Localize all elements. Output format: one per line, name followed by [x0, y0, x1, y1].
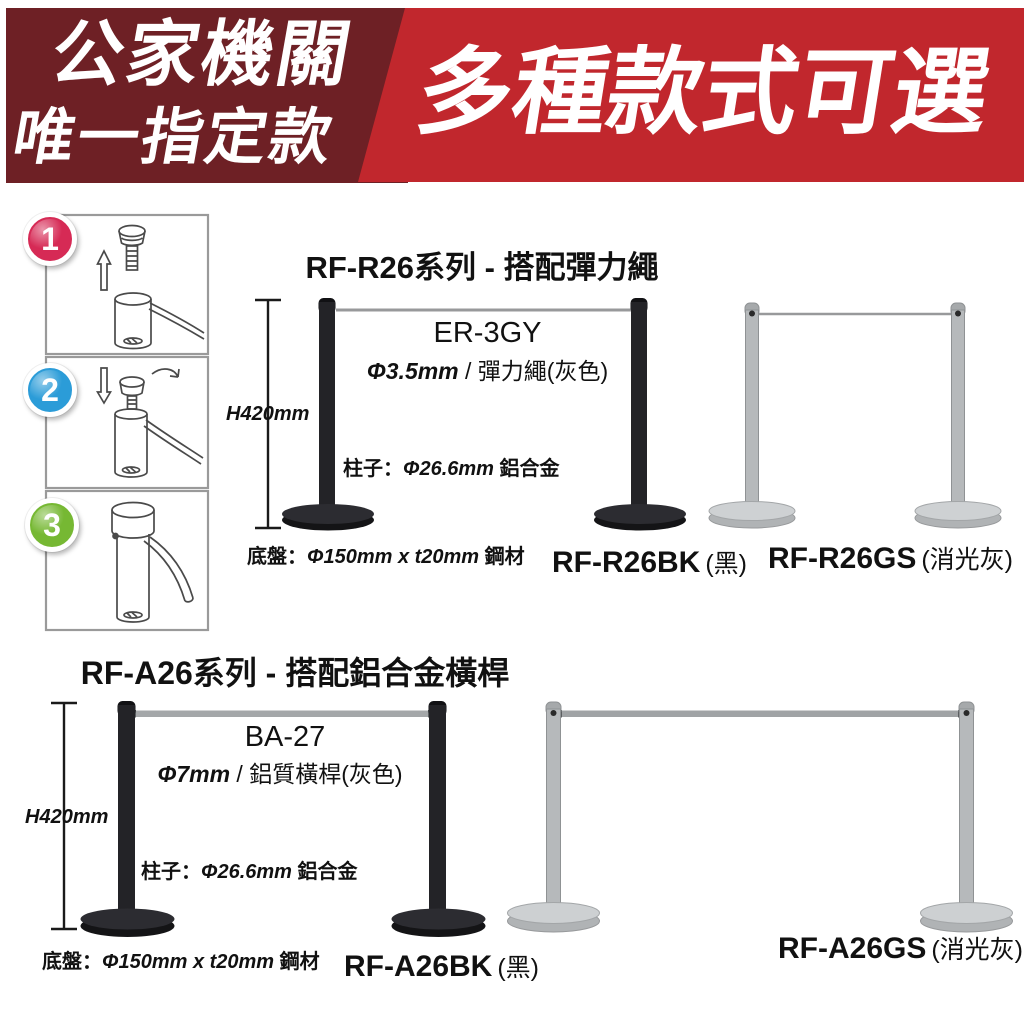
aluminum-bar [134, 710, 431, 717]
a26-black-product-label: RF-A26BK(黑) [344, 950, 540, 983]
r26-rope-model-label: ER-3GY [433, 317, 542, 349]
banner-left: 公家機關 唯一指定款 [6, 8, 408, 183]
a26-section-heading: RF-A26系列 - 搭配鋁合金橫桿 [80, 655, 510, 691]
banner-right-text: 多種款式可選 [409, 40, 997, 146]
a26-gray-product-label: RF-A26GS(消光灰) [778, 932, 1024, 965]
r26-gray-stanchions [708, 302, 1002, 529]
aluminum-bar [560, 710, 960, 717]
r26-height-label: H420mm [226, 403, 310, 425]
r26-pole-spec-label: 柱子：Φ26.6mm 鋁合金 [343, 458, 560, 480]
step1-illustration [96, 224, 205, 350]
step-circle-2: 2 [23, 363, 77, 417]
r26-base-spec-label: 底盤：Φ150mm x t20mm 鋼材 [247, 546, 525, 568]
step2-illustration [96, 367, 204, 478]
banner-left-line1: 公家機關 [45, 15, 360, 95]
a26-height-label: H420mm [25, 806, 109, 828]
step-circle-1: 1 [23, 212, 77, 266]
banner-left-line2: 唯一指定款 [8, 103, 341, 171]
a26-base-spec-label: 底盤：Φ150mm x t20mm 鋼材 [42, 951, 320, 973]
a26-black-stanchions [80, 701, 486, 937]
step-boxes [44, 213, 210, 632]
r26-section-heading: RF-R26系列 - 搭配彈力繩 [305, 250, 659, 285]
a26-pole-spec-label: 柱子：Φ26.6mm 鋁合金 [141, 861, 358, 883]
step3-illustration [111, 501, 194, 623]
r26-black-product-label: RF-R26BK(黑) [552, 546, 748, 579]
a26-bar-model-label: BA-27 [244, 721, 326, 753]
r26-rope-spec-label: Φ3.5mm / 彈力繩(灰色) [366, 358, 609, 384]
step-circle-3: 3 [25, 498, 79, 552]
banner-right: 多種款式可選 [358, 8, 1024, 182]
r26-gray-product-label: RF-R26GS(消光灰) [768, 542, 1014, 575]
a26-gray-stanchions [507, 701, 1013, 933]
a26-dimension-line [51, 701, 77, 931]
r26-dimension-line [255, 298, 281, 530]
a26-bar-spec-label: Φ7mm / 鋁質橫桿(灰色) [157, 761, 403, 787]
r26-black-stanchions [282, 298, 686, 531]
